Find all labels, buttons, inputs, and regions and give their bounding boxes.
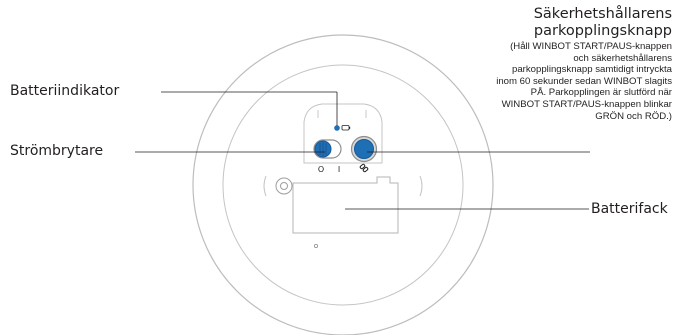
battery-indicator-led	[334, 125, 340, 131]
pairing-button[interactable]	[354, 139, 374, 159]
right-tab	[419, 175, 423, 197]
safety-pair-title-line-2: parkopplingsknapp	[533, 23, 672, 39]
screw-center	[280, 182, 288, 190]
label-battery-compartment: Batterifack	[591, 201, 668, 217]
switch-mark-on: I	[338, 165, 340, 174]
switch-mark-off: O	[318, 165, 324, 174]
safety-pair-description: (Håll WINBOT START/PAUS-knappen och säke…	[496, 41, 672, 122]
battery-compartment	[292, 176, 399, 234]
small-hole	[313, 243, 318, 248]
label-safety-pair-button: Säkerhetshållarens parkopplingsknapp (Hå…	[432, 6, 672, 122]
left-tab	[263, 175, 267, 197]
safety-pair-title-line-1: Säkerhetshållarens	[533, 6, 672, 22]
label-power-switch: Strömbrytare	[10, 143, 104, 159]
link-icon	[359, 163, 369, 173]
battery-indicator-tip	[349, 126, 351, 129]
label-battery-indicator: Batteriindikator	[10, 83, 120, 99]
